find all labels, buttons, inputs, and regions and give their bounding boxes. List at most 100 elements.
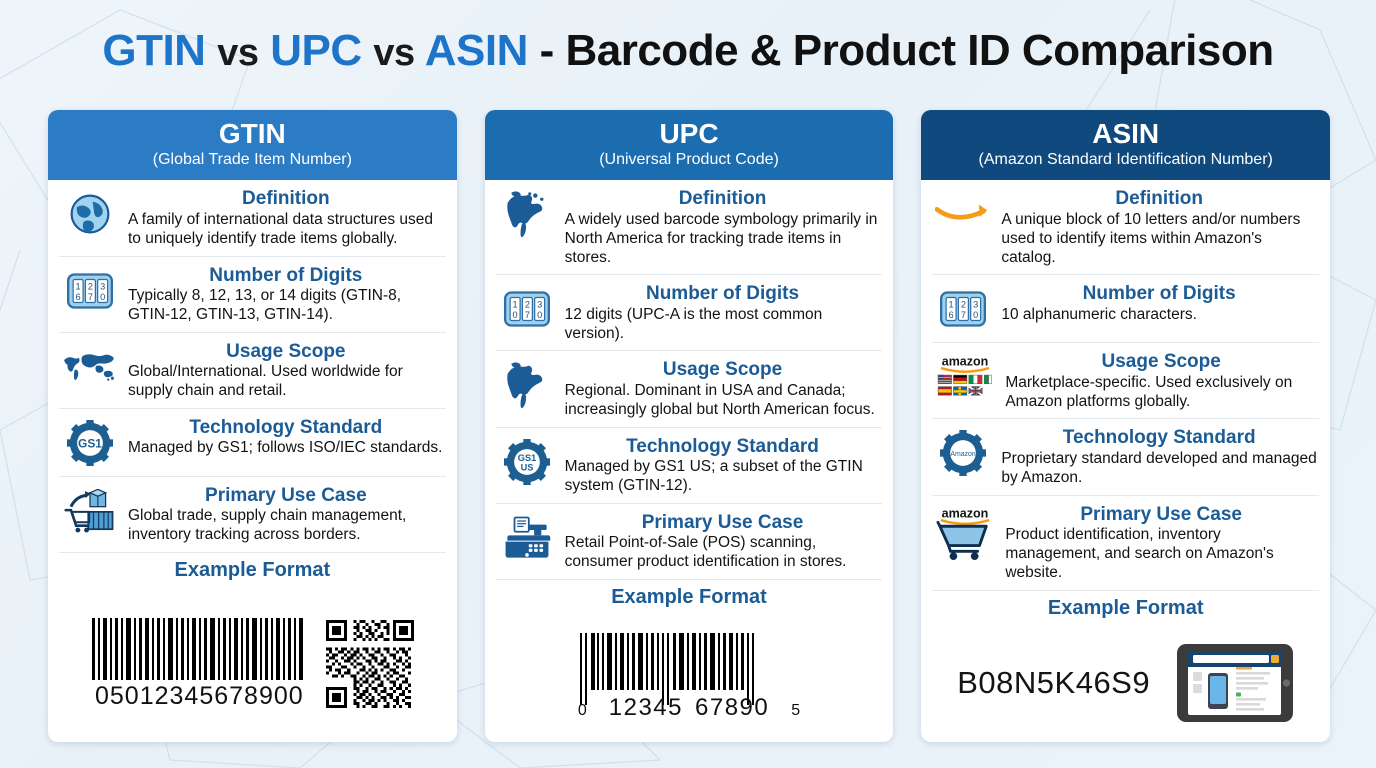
title-vs-2: vs [373, 32, 415, 74]
row-title: Usage Scope [662, 359, 783, 381]
amazon-gear-icon: Amazon [934, 427, 992, 479]
row-desc: Typically 8, 12, 13, or 14 digits (GTIN-… [128, 286, 402, 323]
svg-text:0: 0 [537, 311, 542, 321]
svg-text:7: 7 [88, 292, 93, 302]
row-text: Definition A family of international dat… [128, 188, 444, 248]
row-desc: 10 alphanumeric characters. [1001, 305, 1197, 323]
row-title: Primary Use Case [1080, 503, 1242, 525]
row-usage-scope: Usage Scope Regional. Dominant in USA an… [495, 351, 883, 428]
row-desc: Proprietary standard developed and manag… [1001, 449, 1317, 486]
svg-text:1: 1 [76, 281, 81, 291]
svg-text:amazon: amazon [942, 506, 989, 520]
world-map-icon [61, 341, 119, 393]
example-visual: B08N5K46S9 [932, 625, 1319, 742]
svg-text:7: 7 [524, 311, 529, 321]
row-desc: Global trade, supply chain management, i… [128, 506, 407, 543]
row-primary-use-case: Primary Use Case Retail Point-of-Sale (P… [495, 504, 883, 580]
example-format-gtin: Example Format [59, 553, 446, 742]
row-text: Number of Digits Typically 8, 12, 13, or… [128, 265, 444, 325]
example-title: Example Format [611, 585, 767, 608]
amazon-cart-icon: amazon [934, 504, 996, 562]
row-desc: Regional. Dominant in USA and Canada; in… [564, 381, 875, 418]
amazon-marketplaces-flags-icon: amazon [934, 351, 996, 403]
card-body-upc: Definition A widely used barcode symbolo… [485, 180, 894, 742]
north-america-icon [498, 359, 556, 411]
card-header-gtin: GTIN (Global Trade Item Number) [48, 110, 457, 181]
row-desc: Managed by GS1 US; a subset of the GTIN … [564, 457, 863, 494]
north-america-icon [498, 188, 556, 240]
row-title: Number of Digits [645, 283, 800, 305]
row-text: Definition A unique block of 10 letters … [1001, 188, 1317, 267]
row-text: Technology Standard Proprietary standard… [1001, 427, 1317, 487]
card-abbr: ASIN [1092, 118, 1160, 149]
svg-text:amazon: amazon [942, 355, 988, 369]
row-desc: Marketplace-specific. Used exclusively o… [1005, 373, 1293, 410]
row-title: Technology Standard [189, 416, 383, 438]
svg-text:0: 0 [512, 311, 517, 321]
row-title: Number of Digits [1082, 283, 1236, 305]
row-desc: A unique block of 10 letters and/or numb… [1001, 210, 1301, 266]
tablet-product-page-icon [1177, 644, 1294, 723]
example-title: Example Format [1047, 596, 1204, 619]
row-title: Primary Use Case [205, 484, 367, 506]
row-text: Usage Scope Marketplace-specific. Used e… [1005, 351, 1317, 411]
example-title: Example Format [174, 558, 331, 581]
row-text: Usage Scope Regional. Dominant in USA an… [565, 359, 881, 419]
barcode-ean13: 05012345678900 [90, 617, 308, 711]
title-gtin: GTIN [102, 26, 206, 75]
svg-text:7: 7 [961, 311, 966, 321]
row-technology-standard: Amazon Technology Standard Proprietary s… [932, 419, 1320, 496]
row-text: Technology Standard Managed by GS1; foll… [128, 417, 444, 458]
svg-text:3: 3 [100, 281, 105, 291]
row-usage-scope: Usage Scope Global/International. Used w… [59, 333, 446, 409]
row-desc: Retail Point-of-Sale (POS) scanning, con… [564, 533, 847, 570]
asin-code: B08N5K46S9 [957, 665, 1151, 701]
card-full-name: (Global Trade Item Number) [152, 151, 352, 169]
svg-text:3: 3 [537, 300, 542, 310]
row-title: Technology Standard [1062, 427, 1256, 449]
card-header-asin: ASIN (Amazon Standard Identification Num… [921, 110, 1331, 181]
example-format-upc: Example Format [496, 580, 883, 742]
row-title: Technology Standard [626, 435, 819, 457]
title-upc: UPC [270, 26, 362, 75]
barcode-upc-a: 0 12345 67890 5 [578, 633, 800, 722]
row-text: Definition A widely used barcode symbolo… [565, 188, 881, 267]
row-technology-standard: GS1 Technology Standard Managed by GS1; … [59, 409, 446, 477]
title-vs-1: vs [217, 32, 259, 74]
row-text: Number of Digits 10 alphanumeric charact… [1001, 283, 1317, 324]
example-visual: 0 12345 67890 5 [496, 614, 883, 742]
card-body-gtin: Definition A family of international dat… [48, 180, 457, 742]
row-text: Technology Standard Managed by GS1 US; a… [565, 436, 881, 496]
globe-icon [61, 188, 119, 240]
row-text: Primary Use Case Retail Point-of-Sale (P… [565, 512, 881, 572]
upc-lead-digit: 0 [577, 702, 587, 720]
barcode-digits: 0 12345 67890 5 [578, 694, 800, 722]
svg-text:0: 0 [973, 311, 978, 321]
cash-register-icon [498, 512, 556, 564]
amazon-smile-icon [934, 188, 992, 240]
upc-right-group: 67890 [695, 694, 770, 722]
svg-text:0: 0 [100, 292, 105, 302]
svg-text:2: 2 [88, 281, 93, 291]
svg-text:3: 3 [973, 300, 978, 310]
title-asin: ASIN [424, 26, 529, 75]
svg-text:1: 1 [949, 300, 954, 310]
shipping-cart-icon [61, 485, 119, 537]
svg-text:US: US [520, 462, 533, 472]
barcode-number: 05012345678900 [95, 681, 304, 710]
comparison-columns: GTIN (Global Trade Item Number) Definiti… [48, 110, 1331, 742]
row-desc: A widely used barcode symbology primaril… [564, 210, 878, 266]
card-full-name: (Amazon Standard Identification Number) [978, 151, 1273, 169]
row-title: Usage Scope [1101, 351, 1221, 373]
gs1-us-gear-icon: GS1 US [498, 436, 556, 488]
card-upc: UPC (Universal Product Code) Definition … [484, 110, 894, 742]
barcode-bars [92, 617, 304, 680]
card-asin: ASIN (Amazon Standard Identification Num… [921, 110, 1331, 742]
example-format-asin: Example Format B08N5K46S9 [932, 591, 1319, 742]
row-definition: Definition A unique block of 10 letters … [932, 180, 1320, 276]
row-text: Primary Use Case Global trade, supply ch… [128, 485, 444, 545]
row-title: Definition [678, 188, 767, 210]
